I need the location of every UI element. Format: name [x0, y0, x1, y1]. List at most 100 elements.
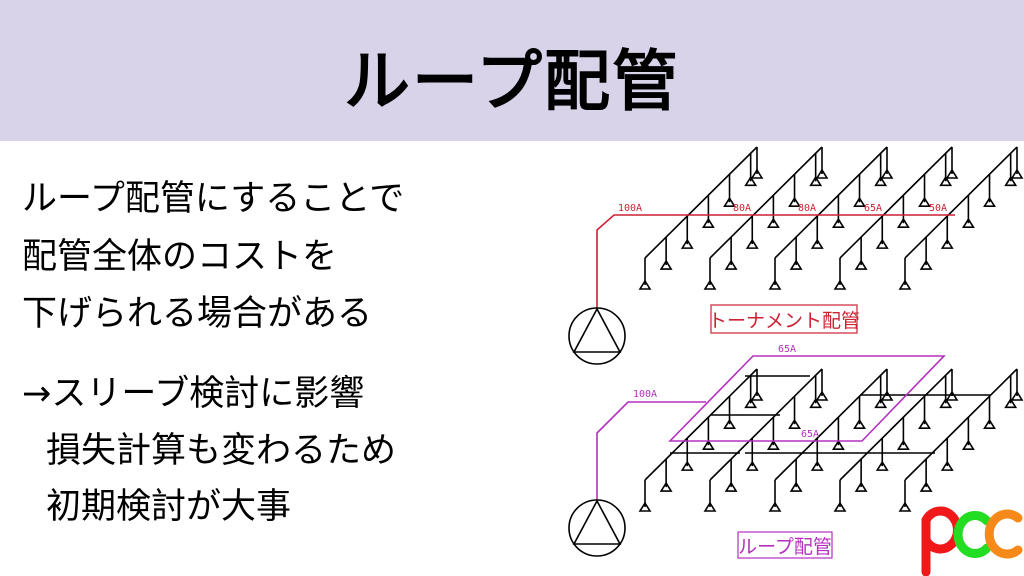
sprinkler-head-icon — [810, 460, 824, 471]
sprinkler-head-icon — [750, 168, 764, 179]
branch-pipe — [644, 368, 758, 481]
body-line: 損失計算も変わるため — [46, 431, 397, 471]
sprinkler-head-icon — [750, 390, 764, 401]
slide-title: ループ配管 — [343, 43, 681, 120]
ppc-logo — [921, 506, 1023, 576]
sprinkler-head-icon — [809, 175, 823, 187]
sprinkler-head-icon — [659, 481, 673, 492]
branch-pipe — [839, 368, 953, 481]
sprinkler-head-icon — [854, 481, 868, 492]
sprinkler-head-icon — [788, 196, 801, 208]
sprinkler-head-icon — [853, 196, 866, 208]
branch-pipe — [644, 146, 758, 259]
sprinkler-head-icon — [961, 439, 975, 450]
sprinkler-head-icon — [815, 168, 829, 179]
branch-pipe — [774, 146, 888, 259]
sprinkler-head-icon — [945, 168, 959, 179]
sprinkler-head-icon — [940, 460, 954, 471]
sprinkler-head-icon — [833, 279, 847, 290]
sprinkler-head-icon — [875, 238, 889, 249]
sprinkler-head-icon — [815, 390, 829, 401]
sprinkler-head-icon — [875, 460, 889, 471]
sprinkler-head-icon — [1010, 390, 1024, 401]
sprinkler-head-icon — [940, 238, 954, 249]
sprinkler-head-icon — [680, 238, 694, 249]
sprinkler-head-icon — [919, 259, 933, 270]
sprinkler-head-icon — [896, 217, 910, 228]
sprinkler-head-icon — [768, 501, 782, 512]
sprinkler-head-icon — [945, 390, 959, 401]
sprinkler-head-icon — [789, 259, 803, 270]
branch-pipe — [839, 146, 953, 259]
sprinkler-head-icon — [723, 418, 736, 430]
loop-caption: ループ配管 — [738, 536, 832, 558]
pump-icon — [568, 307, 626, 365]
branch-pipe — [709, 146, 823, 259]
sprinkler-head-icon — [766, 217, 780, 228]
sprinkler-head-icon — [703, 279, 717, 290]
sprinkler-head-icon — [831, 217, 845, 228]
branch-pipe — [774, 368, 888, 481]
sprinkler-head-icon — [874, 175, 888, 187]
sprinkler-head-icon — [723, 196, 736, 208]
sprinkler-head-icon — [880, 390, 894, 401]
branch-pipe — [904, 368, 1018, 481]
sprinkler-head-icon — [983, 196, 996, 208]
sprinkler-head-icon — [766, 439, 780, 450]
sprinkler-head-icon — [701, 439, 715, 450]
body-line: ループ配管にすることで — [22, 179, 405, 219]
loop-ring-pipe — [668, 355, 946, 442]
pipe-size-label: 65A — [864, 203, 882, 214]
sprinkler-head-icon — [703, 501, 717, 512]
pump-icon — [568, 499, 626, 557]
sprinkler-head-icon — [898, 279, 912, 290]
sprinkler-head-icon — [809, 397, 823, 409]
sprinkler-head-icon — [961, 217, 975, 228]
tournament-caption: トーナメント配管 — [708, 310, 860, 332]
pipe-size-label: 100A — [633, 389, 657, 400]
tournament-caption-box — [710, 304, 858, 334]
loop-main-pipe — [596, 401, 706, 500]
sprinkler-head-icon — [1010, 168, 1024, 179]
sprinkler-head-icon — [810, 238, 824, 249]
sprinkler-head-icon — [898, 501, 912, 512]
pipe-size-label: 65A — [778, 344, 796, 355]
body-line: 初期検討が大事 — [46, 487, 292, 527]
sprinkler-head-icon — [745, 238, 759, 249]
sprinkler-head-icon — [939, 175, 953, 187]
sprinkler-head-icon — [1004, 397, 1018, 409]
sprinkler-head-icon — [919, 481, 933, 492]
sprinkler-head-icon — [853, 418, 866, 430]
sprinkler-head-icon — [744, 397, 758, 409]
body-line: →スリーブ検討に影響 — [22, 374, 365, 414]
sprinkler-head-icon — [659, 259, 673, 270]
loop-caption-box — [737, 531, 833, 559]
sprinkler-head-icon — [874, 397, 888, 409]
sprinkler-head-icon — [744, 175, 758, 187]
sprinkler-head-icon — [918, 196, 931, 208]
sprinkler-head-icon — [680, 460, 694, 471]
sprinkler-head-icon — [918, 418, 931, 430]
branch-pipe — [709, 368, 823, 481]
sprinkler-branches — [638, 146, 1024, 512]
sprinkler-head-icon — [638, 501, 652, 512]
sprinkler-head-icon — [638, 279, 652, 290]
sprinkler-head-icon — [833, 501, 847, 512]
pipe-size-label: 50A — [929, 203, 947, 214]
sprinkler-head-icon — [724, 481, 738, 492]
sprinkler-head-icon — [854, 259, 868, 270]
sprinkler-head-icon — [939, 397, 953, 409]
sprinkler-head-icon — [789, 481, 803, 492]
sprinkler-head-icon — [1004, 175, 1018, 187]
sprinkler-head-icon — [768, 279, 782, 290]
tournament-main-pipe — [596, 214, 955, 308]
pipe-size-label: 80A — [733, 203, 751, 214]
sprinkler-head-icon — [896, 439, 910, 450]
pipe-size-label: 65A — [801, 429, 819, 440]
pipe-size-label: 80A — [798, 203, 816, 214]
title-band — [0, 0, 1024, 141]
pipe-size-label: 100A — [618, 203, 642, 214]
sprinkler-head-icon — [701, 217, 715, 228]
sprinkler-head-icon — [745, 460, 759, 471]
